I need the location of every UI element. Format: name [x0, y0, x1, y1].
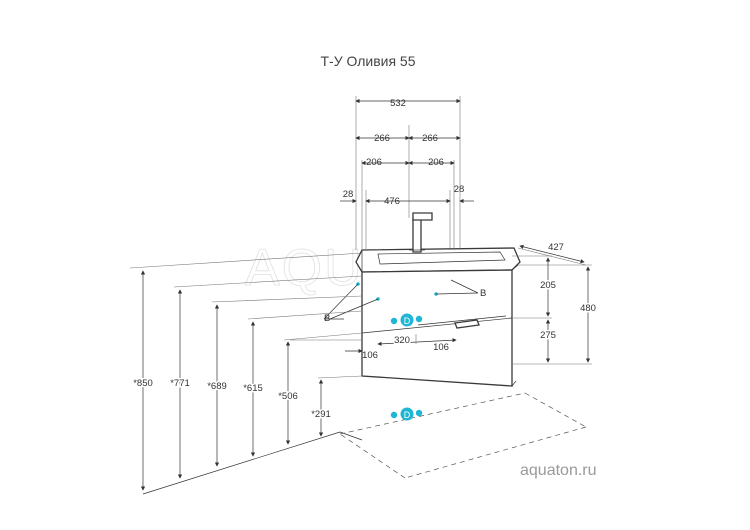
- dim-320: 320: [394, 335, 410, 346]
- top-dimensions: 532 266 266 206 206 28 476 28: [340, 96, 474, 250]
- label-d-upper: D: [404, 316, 411, 326]
- label-b-left: B: [324, 313, 330, 324]
- dim-275: 275: [540, 330, 556, 341]
- washbasin: [355, 247, 521, 273]
- connector-lower: D: [390, 407, 423, 421]
- dim-615: *615: [243, 383, 263, 394]
- label-b-right: B: [480, 288, 486, 299]
- mount-points: B B: [323, 279, 486, 324]
- dim-427: 427: [548, 242, 564, 253]
- dim-206-left: 206: [366, 157, 382, 168]
- dim-689: *689: [207, 381, 227, 392]
- dim-266-right: 266: [422, 133, 438, 144]
- left-height-dimensions: *850 *771 *689 *615 *506 *291: [132, 270, 363, 491]
- dim-106-right: 106: [433, 342, 449, 353]
- faucet: [409, 212, 433, 253]
- label-d-lower: D: [404, 410, 411, 420]
- dim-850: *850: [133, 378, 153, 389]
- dim-206-right: 206: [428, 157, 444, 168]
- vanity-cabinet: [361, 264, 519, 387]
- dim-106-left: 106: [362, 350, 378, 361]
- dim-476: 476: [384, 196, 400, 207]
- dim-28-right: 28: [454, 184, 465, 195]
- dim-28-left: 28: [343, 189, 354, 200]
- right-dimensions: 427 205 275 480: [512, 242, 597, 365]
- floor-footprint: [339, 392, 587, 479]
- connector-upper: D: [390, 313, 423, 327]
- front-dimensions: 106 320 106: [290, 334, 457, 361]
- dim-291: *291: [311, 409, 331, 420]
- dim-532: 532: [390, 98, 406, 109]
- dim-506: *506: [278, 391, 298, 402]
- dim-771: *771: [170, 378, 190, 389]
- drawing-title: Т-У Оливия 55: [320, 53, 415, 69]
- brand-url: aquaton.ru: [520, 462, 597, 479]
- dim-480: 480: [580, 303, 596, 314]
- drawer-handle: [454, 319, 480, 329]
- dim-205: 205: [540, 280, 556, 291]
- dim-266-left: 266: [374, 133, 390, 144]
